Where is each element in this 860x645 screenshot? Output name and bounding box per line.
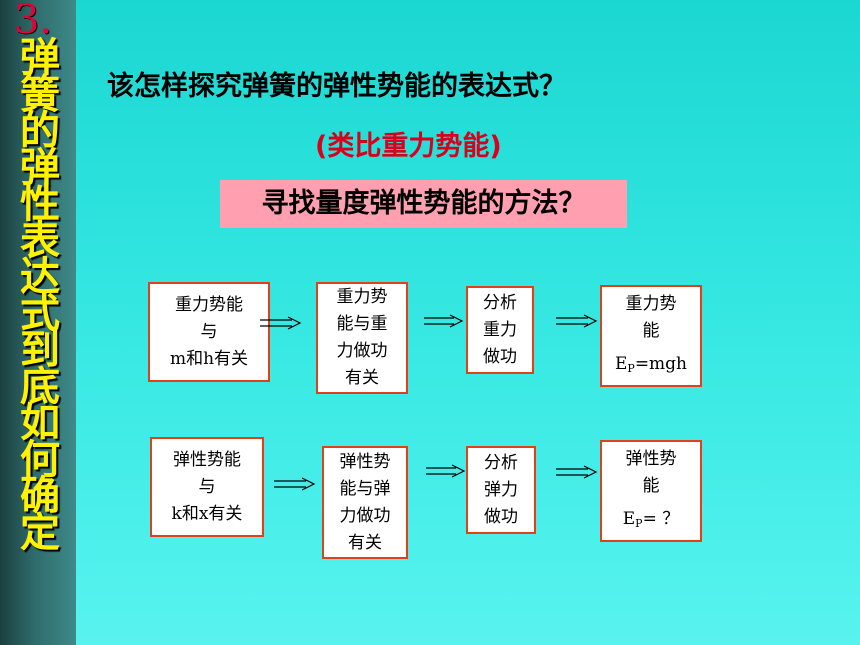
gravity-pe-work-box: 重力势 能与重 力做功 有关 <box>316 282 408 394</box>
box-line: k和x有关 <box>171 503 243 524</box>
box-line: 能与重 <box>336 314 388 334</box>
formula-subscript: P <box>627 361 635 375</box>
formula-value: = ？ <box>642 508 680 529</box>
box-line: 力做功 <box>336 341 388 361</box>
box-line: 弹性势 <box>339 451 391 472</box>
section-number: 3. <box>14 0 53 43</box>
box-line: 重力势能 <box>175 294 243 315</box>
gravity-pe-formula: EP=mgh <box>602 351 700 382</box>
formula-subscript: P <box>635 516 643 530</box>
arrow-icon <box>424 314 464 328</box>
box-line: 能 <box>642 475 660 496</box>
analyze-elastic-work-box: 分析 弹力 做功 <box>466 446 536 534</box>
box-line: 弹性势 <box>625 448 677 469</box>
gravity-pe-result-box: 重力势 能 EP=mgh <box>600 285 702 387</box>
box-line: 弹力 <box>484 479 518 500</box>
formula-symbol: E <box>614 353 628 374</box>
elastic-pe-relation-box: 弹性势能 与 k和x有关 <box>150 437 264 537</box>
arrow-icon <box>260 316 302 330</box>
box-line: 重力 <box>483 319 517 340</box>
box-line: 分析 <box>484 452 518 473</box>
box-line: 与 <box>198 476 216 497</box>
analyze-gravity-work-box: 分析 重力 做功 <box>466 286 534 374</box>
gravity-pe-relation-box: 重力势能 与 m和h有关 <box>148 282 270 382</box>
box-line: m和h有关 <box>169 348 249 369</box>
box-line: 弹性势能 <box>173 449 241 470</box>
formula-symbol: E <box>622 508 636 529</box>
arrow-icon <box>556 314 598 328</box>
sidebar: 3. 弹簧的弹性表达式到底如何确定 <box>0 0 76 645</box>
method-banner: 寻找量度弹性势能的方法？ <box>220 180 627 228</box>
arrow-icon <box>274 477 316 491</box>
section-title: 弹簧的弹性表达式到底如何确定 <box>20 35 60 556</box>
box-line: 重力势 <box>625 293 677 314</box>
main-question: 该怎样探究弹簧的弹性势能的表达式？ <box>107 71 566 102</box>
box-line: 与 <box>200 321 218 342</box>
box-line: 重力势 <box>336 287 388 307</box>
box-line: 能与弹 <box>339 478 391 499</box>
arrow-icon <box>426 464 466 478</box>
box-line: 分析 <box>483 292 517 313</box>
formula-value: =mgh <box>634 353 688 374</box>
analogy-note: (类比重力势能) <box>315 131 502 162</box>
box-line: 做功 <box>483 346 517 367</box>
box-line: 有关 <box>348 532 382 553</box>
elastic-pe-formula: EP= ？ <box>602 506 700 537</box>
box-line: 有关 <box>345 368 379 388</box>
elastic-pe-result-box: 弹性势 能 EP= ？ <box>600 440 702 542</box>
box-line: 做功 <box>484 506 518 527</box>
box-line: 能 <box>642 320 660 341</box>
box-line: 力做功 <box>339 505 391 526</box>
arrow-icon <box>556 465 598 479</box>
elastic-pe-work-box: 弹性势 能与弹 力做功 有关 <box>322 446 408 559</box>
